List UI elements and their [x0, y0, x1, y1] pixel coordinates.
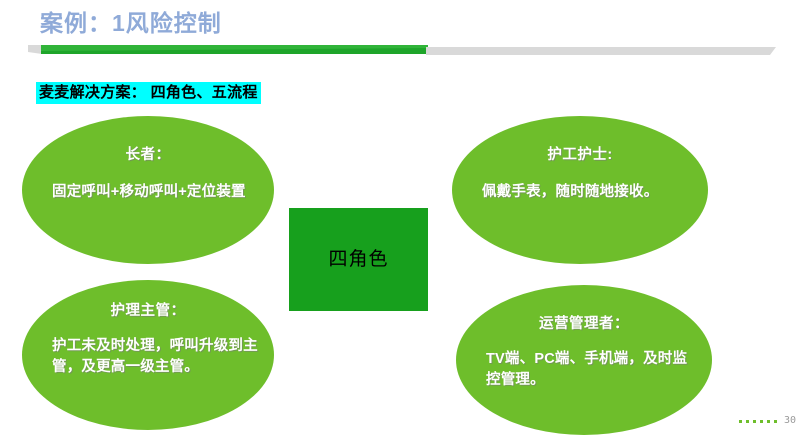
- center-box[interactable]: 四角色: [289, 208, 428, 311]
- title-divider-graphic: [28, 45, 776, 55]
- title-divider: [28, 43, 778, 57]
- role-ellipse-operator[interactable]: 运营管理者： TV端、PC端、手机端，及时监控管理。: [456, 285, 712, 435]
- role-heading-supervisor: 护理主管：: [110, 303, 186, 319]
- footer-dot: [759, 419, 763, 423]
- center-box-label: 四角色: [328, 248, 389, 270]
- role-heading-operator: 运营管理者：: [539, 316, 629, 332]
- footer-dot: [766, 419, 770, 423]
- role-heading-elder: 长者：: [125, 147, 171, 163]
- footer-dots-decoration: [738, 419, 777, 423]
- footer: 30: [738, 415, 796, 426]
- role-ellipse-elder[interactable]: 长者： 固定呼叫+移动呼叫+定位装置: [22, 116, 274, 264]
- subtitle-highlighted: 麦麦解决方案： 四角色、五流程: [36, 82, 261, 104]
- role-heading-nurse: 护工护士:: [547, 147, 613, 163]
- role-ellipse-supervisor[interactable]: 护理主管： 护工未及时处理，呼叫升级到主管，及更高一级主管。: [22, 280, 274, 430]
- footer-dot: [745, 419, 749, 423]
- role-body-elder: 固定呼叫+移动呼叫+定位装置: [52, 184, 246, 200]
- role-ellipse-nurse[interactable]: 护工护士: 佩戴手表，随时随地接收。: [452, 116, 708, 264]
- page-title: 案例：1风险控制: [40, 10, 222, 36]
- role-body-supervisor: 护工未及时处理，呼叫升级到主管，及更高一级主管。: [52, 338, 258, 375]
- role-body-nurse: 佩戴手表，随时随地接收。: [482, 184, 659, 200]
- footer-dot: [773, 419, 777, 423]
- role-body-operator: TV端、PC端、手机端，及时监控管理。: [486, 351, 688, 388]
- page-number: 30: [783, 415, 796, 426]
- footer-dot: [738, 419, 742, 423]
- footer-dot: [752, 419, 756, 423]
